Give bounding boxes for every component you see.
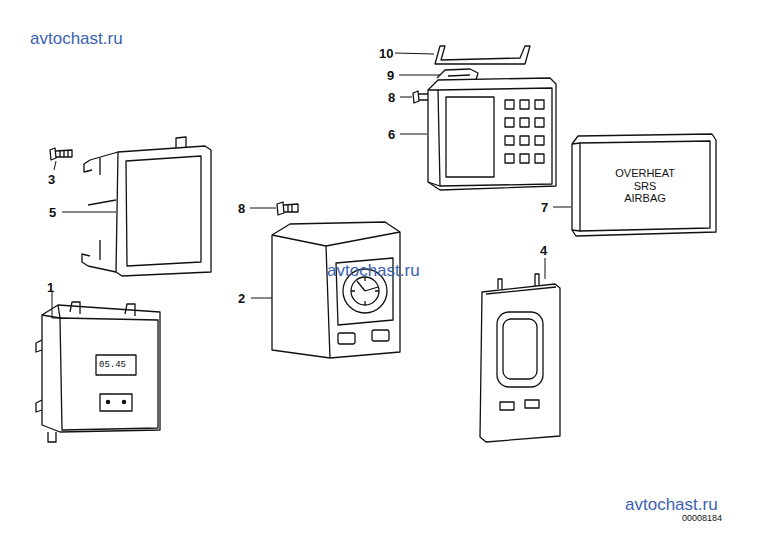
callout-number: 3: [48, 173, 55, 186]
callout-number: 4: [540, 244, 547, 257]
callout-number: 5: [49, 206, 56, 219]
callout-number: 6: [388, 128, 395, 141]
drawing-number: 00008184: [682, 514, 722, 523]
callout-number: 9: [387, 69, 394, 82]
panel-text: OVERHEAT SRS AIRBAG: [615, 167, 675, 205]
callout-number: 1: [47, 281, 54, 294]
warning-panel-face: OVERHEAT SRS AIRBAG: [585, 146, 705, 226]
callout-number: 2: [238, 292, 245, 305]
watermark: avtochast.ru: [30, 30, 123, 47]
callout-number: 8: [238, 202, 245, 215]
callout-number: 8: [388, 91, 395, 104]
display-reading: 05.45: [99, 361, 126, 370]
callout-number: 10: [379, 47, 393, 60]
watermark: avtochast.ru: [327, 262, 420, 279]
leader-lines: [52, 53, 571, 318]
watermark: avtochast.ru: [625, 496, 718, 513]
callout-number: 7: [541, 201, 548, 214]
